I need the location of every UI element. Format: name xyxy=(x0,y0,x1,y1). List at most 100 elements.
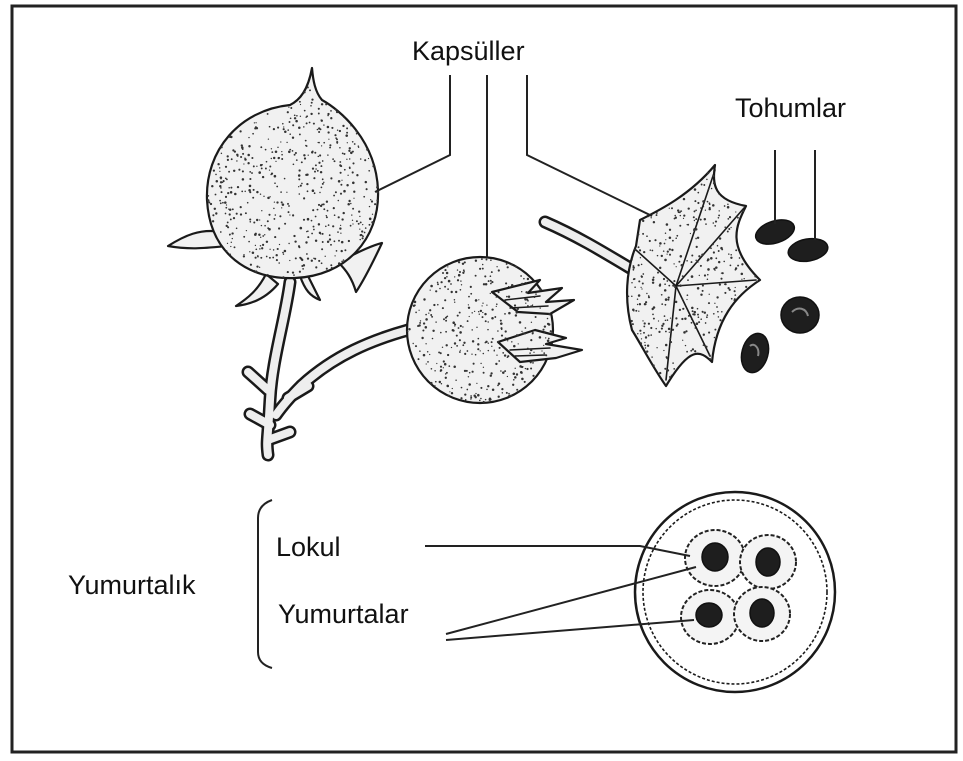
stipple-dot xyxy=(256,127,258,129)
stipple-dot xyxy=(269,249,270,250)
stipple-dot xyxy=(232,208,234,210)
stipple-dot xyxy=(727,206,730,209)
stipple-dot xyxy=(455,379,456,380)
stipple-dot xyxy=(642,233,644,235)
stipple-dot xyxy=(328,224,330,226)
stipple-dot xyxy=(318,113,320,115)
stipple-dot xyxy=(243,236,245,238)
stipple-dot xyxy=(719,283,721,285)
stipple-dot xyxy=(278,227,280,229)
stipple-dot xyxy=(670,341,672,343)
stipple-dot xyxy=(376,186,378,188)
stipple-dot xyxy=(496,303,498,305)
stipple-dot xyxy=(515,314,517,316)
stipple-dot xyxy=(704,274,706,276)
stipple-dot xyxy=(352,151,354,153)
stipple-dot xyxy=(318,260,320,262)
stipple-dot xyxy=(325,103,327,105)
stipple-dot xyxy=(488,342,489,343)
stipple-dot xyxy=(729,216,731,218)
stipple-dot xyxy=(344,249,346,251)
stipple-dot xyxy=(727,218,729,220)
stipple-dot xyxy=(698,321,700,323)
stipple-dot xyxy=(668,285,670,287)
stipple-dot xyxy=(551,332,553,334)
stipple-dot xyxy=(683,215,685,217)
stipple-dot xyxy=(305,145,307,147)
stipple-dot xyxy=(292,124,294,126)
stipple-dot xyxy=(730,257,732,259)
stipple-dot xyxy=(703,334,705,336)
stipple-dot xyxy=(632,308,635,311)
stipple-dot xyxy=(279,157,280,158)
stipple-dot xyxy=(309,122,311,124)
stipple-dot xyxy=(664,304,666,306)
stipple-dot xyxy=(362,224,363,225)
stipple-dot xyxy=(211,185,213,187)
stipple-dot xyxy=(486,304,487,305)
stipple-dot xyxy=(246,230,247,231)
stipple-dot xyxy=(711,188,713,190)
stipple-dot xyxy=(366,188,368,190)
stipple-dot xyxy=(236,154,238,156)
stipple-dot xyxy=(430,289,431,290)
stipple-dot xyxy=(249,251,250,252)
label-ovary: Yumurtalık xyxy=(68,570,196,600)
stipple-dot xyxy=(486,259,488,261)
stipple-dot xyxy=(265,168,267,170)
stipple-dot xyxy=(374,203,376,205)
stipple-dot xyxy=(475,393,476,394)
stipple-dot xyxy=(756,281,758,283)
stipple-dot xyxy=(541,350,542,351)
stipple-dot xyxy=(693,216,695,218)
stipple-dot xyxy=(646,235,648,237)
stipple-dot xyxy=(694,200,696,202)
stipple-dot xyxy=(485,320,487,322)
stipple-dot xyxy=(431,316,433,318)
stipple-dot xyxy=(729,289,731,291)
stipple-dot xyxy=(347,142,348,143)
stipple-dot xyxy=(517,308,519,310)
stipple-dot xyxy=(665,344,668,347)
stipple-dot xyxy=(707,172,709,174)
stipple-dot xyxy=(345,134,348,137)
stipple-dot xyxy=(249,218,251,220)
stipple-dot xyxy=(336,250,338,252)
stipple-dot xyxy=(700,207,702,209)
stipple-dot xyxy=(303,126,305,128)
ovary-cross-section xyxy=(635,492,835,692)
stipple-dot xyxy=(447,266,448,267)
stipple-dot xyxy=(363,196,365,198)
stipple-dot xyxy=(271,148,272,149)
stipple-dot xyxy=(227,159,229,161)
stipple-dot xyxy=(286,192,287,193)
stipple-dot xyxy=(275,161,276,162)
stipple-dot xyxy=(648,335,650,337)
stipple-dot xyxy=(491,341,493,343)
stipple-dot xyxy=(236,228,238,230)
stipple-dot xyxy=(314,152,316,154)
stipple-dot xyxy=(273,249,275,251)
stipple-dot xyxy=(445,320,447,322)
stipple-dot xyxy=(671,207,673,209)
stipple-dot xyxy=(669,338,670,339)
stipple-dot xyxy=(255,248,257,250)
stipple-dot xyxy=(693,313,695,315)
stipple-dot xyxy=(513,372,516,375)
stipple-dot xyxy=(661,303,663,305)
stipple-dot xyxy=(341,241,344,244)
stipple-dot xyxy=(754,276,756,278)
stipple-dot xyxy=(423,354,426,357)
stipple-dot xyxy=(490,372,492,374)
stipple-dot xyxy=(525,282,526,283)
stipple-dot xyxy=(649,240,651,242)
stipple-dot xyxy=(210,203,212,205)
stipple-dot xyxy=(508,286,509,287)
stipple-dot xyxy=(334,214,336,216)
stipple-dot xyxy=(315,216,317,218)
stipple-dot xyxy=(435,321,436,322)
stipple-dot xyxy=(477,348,479,350)
stipple-dot xyxy=(464,393,466,395)
stipple-dot xyxy=(471,354,472,355)
stipple-dot xyxy=(712,204,715,207)
